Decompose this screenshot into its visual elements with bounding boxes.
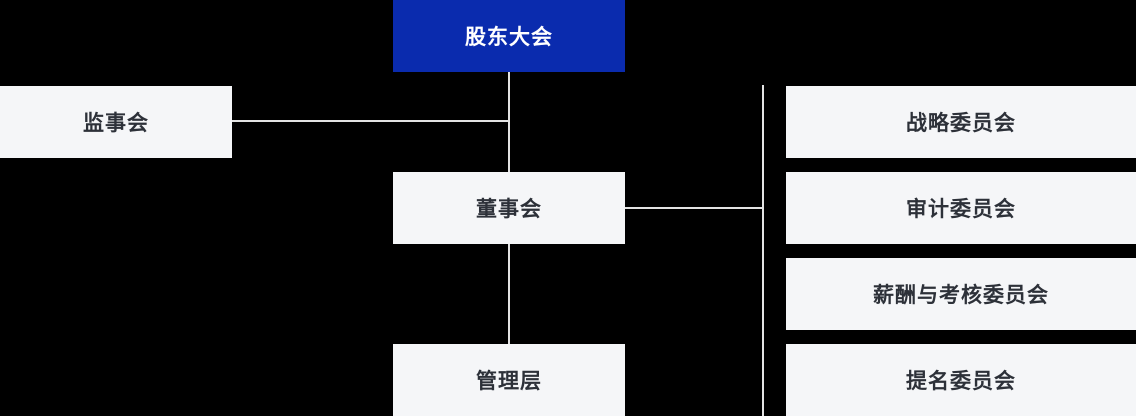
node-nomination-committee: 提名委员会 bbox=[786, 344, 1136, 416]
node-remuneration-appraisal-committee-label: 薪酬与考核委员会 bbox=[873, 284, 1049, 307]
node-supervisory-board: 监事会 bbox=[0, 86, 232, 158]
connector-board-to-committees bbox=[625, 207, 762, 209]
node-shareholders-meeting: 股东大会 bbox=[393, 0, 625, 72]
node-board-of-directors: 董事会 bbox=[393, 172, 625, 244]
connector-shareholders-to-board bbox=[508, 72, 510, 172]
node-strategy-committee-label: 战略委员会 bbox=[906, 112, 1016, 135]
node-strategy-committee: 战略委员会 bbox=[786, 86, 1136, 158]
node-management-label: 管理层 bbox=[476, 370, 542, 393]
connector-committee-bus bbox=[762, 85, 764, 416]
node-audit-committee: 审计委员会 bbox=[786, 172, 1136, 244]
node-audit-committee-label: 审计委员会 bbox=[906, 198, 1016, 221]
node-management: 管理层 bbox=[393, 344, 625, 416]
connector-supervisory-to-trunk bbox=[232, 120, 508, 122]
node-remuneration-appraisal-committee: 薪酬与考核委员会 bbox=[786, 258, 1136, 330]
connector-board-to-management bbox=[508, 244, 510, 344]
node-supervisory-board-label: 监事会 bbox=[83, 112, 149, 135]
node-board-of-directors-label: 董事会 bbox=[476, 198, 542, 221]
node-shareholders-meeting-label: 股东大会 bbox=[465, 26, 553, 49]
node-nomination-committee-label: 提名委员会 bbox=[906, 370, 1016, 393]
